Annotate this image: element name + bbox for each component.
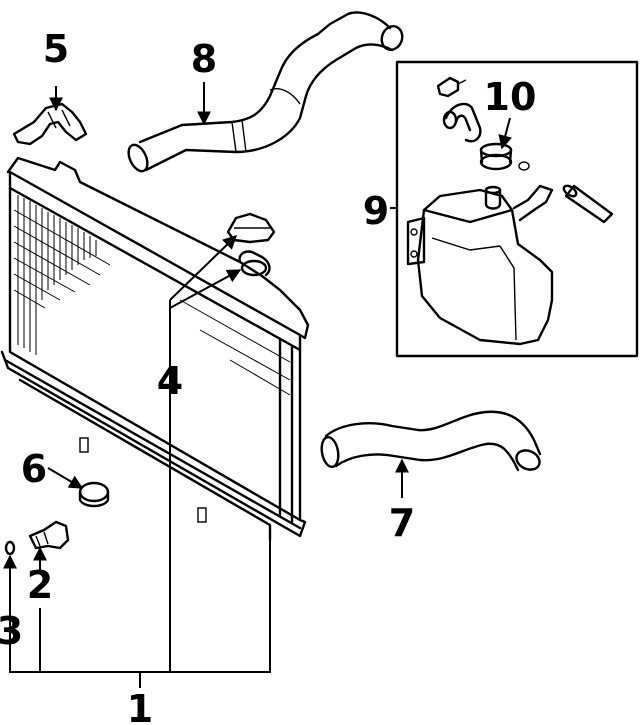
lower-hose [320, 410, 542, 472]
upper-hose [127, 11, 404, 173]
callout-4: 4 [157, 359, 183, 403]
callout-9: 9 [363, 189, 389, 233]
drain-cock [28, 520, 70, 550]
overflow-tube [562, 184, 614, 224]
elbow-hose [442, 102, 482, 143]
radiator-fins [13, 195, 291, 396]
callout-5: 5 [43, 27, 69, 71]
callout-labels: 1 2 3 4 5 6 7 8 9 10 [0, 27, 536, 725]
callout-8: 8 [191, 37, 217, 81]
drain-plug [78, 481, 110, 508]
callout-7: 7 [389, 501, 415, 545]
leader-lines [2, 82, 513, 688]
o-ring [4, 540, 16, 556]
callout-6: 6 [21, 447, 47, 491]
callout-3: 3 [0, 609, 23, 653]
radiator-assembly [0, 156, 310, 542]
reservoir-cap [479, 142, 530, 171]
callout-10: 10 [484, 75, 537, 119]
callout-2: 2 [27, 563, 53, 607]
bolt [436, 76, 467, 98]
upper-support [12, 102, 88, 146]
callout-1: 1 [127, 687, 153, 725]
radiator-cap [226, 212, 276, 244]
reservoir-tank [406, 184, 554, 346]
reservoir-inset [395, 60, 639, 358]
